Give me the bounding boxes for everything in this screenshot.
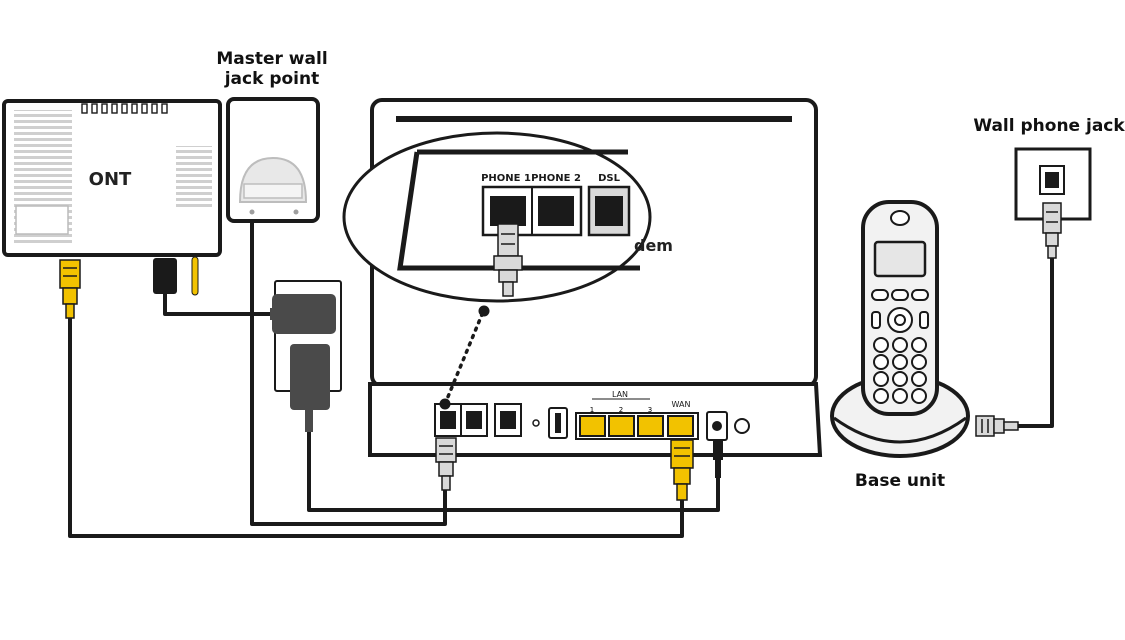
cable-modem-power [307,408,720,512]
rear-phone-plug [435,437,457,491]
wall-phone-jack-label: Wall phone jack [973,116,1125,136]
callout-dotted-line [443,310,485,406]
ont-vents-right [176,146,212,208]
modem-label-partial: dem [634,236,673,255]
lan-port-number-1: 1 [590,406,594,414]
base-phone-plug [975,415,1019,437]
cordless-phone: Base unit [830,200,1019,491]
cables [68,220,1054,538]
lan-port-number-3: 3 [648,406,652,414]
ont-label: ONT [89,169,132,190]
modem-power-adapter [290,344,330,410]
power-button [734,418,750,434]
modem-device: LAN 1 2 3 WAN [342,98,823,501]
master-jack-label-line2: jack point [224,69,320,89]
modem-top-stripe [396,116,792,122]
wan-label: WAN [672,400,691,409]
ont-fibre-stub [191,256,199,296]
base-unit-label: Base unit [855,471,945,491]
wall-jack-phone-plug [1042,202,1062,259]
wan-ethernet-plug [670,439,694,501]
wan-port [667,415,694,437]
zoom-phone2-port [538,196,574,226]
power-plug-in [713,440,723,478]
master-jack-label-line1: Master wall [216,49,327,69]
ont-led-row [81,103,168,114]
ont-ethernet-plug [59,259,81,319]
cable-ont-to-wan [68,316,684,538]
lan-port-number-2: 2 [619,406,623,414]
zoom-phone1-port [490,196,526,226]
ont-label-panel [15,205,69,235]
ont-device: ONT [2,99,222,319]
port-label-phone1: PHONE 1 [481,173,531,184]
zoom-phone-plug [493,223,523,297]
cable-base-to-wall-phone [1002,256,1054,428]
port-label-phone2: PHONE 2 [531,173,581,184]
ont-power-plug [153,258,177,294]
zoom-dsl-port [595,196,623,226]
magnified-view: PHONE 1 PHONE 2 DSL dem [342,131,673,303]
cable-wall-jack-to-phone1 [250,220,447,526]
reset-pin-hole [532,419,540,427]
lan-wan-ports [575,412,699,440]
handset-screen [873,240,927,278]
master-wall-jack: Master wall jack point [216,49,328,223]
lan-label: LAN [612,390,628,399]
lan-port-3 [637,415,664,437]
wall-phone-jack: Wall phone jack [973,116,1125,259]
ont-power-adapter [272,294,336,334]
cable-ont-power [163,292,277,316]
modem-rear-ports: LAN 1 2 3 WAN [434,390,750,441]
power-socket-panel [270,280,342,432]
lan-port-2 [608,415,635,437]
lan-port-1 [579,415,606,437]
port-label-dsl: DSL [598,173,621,184]
